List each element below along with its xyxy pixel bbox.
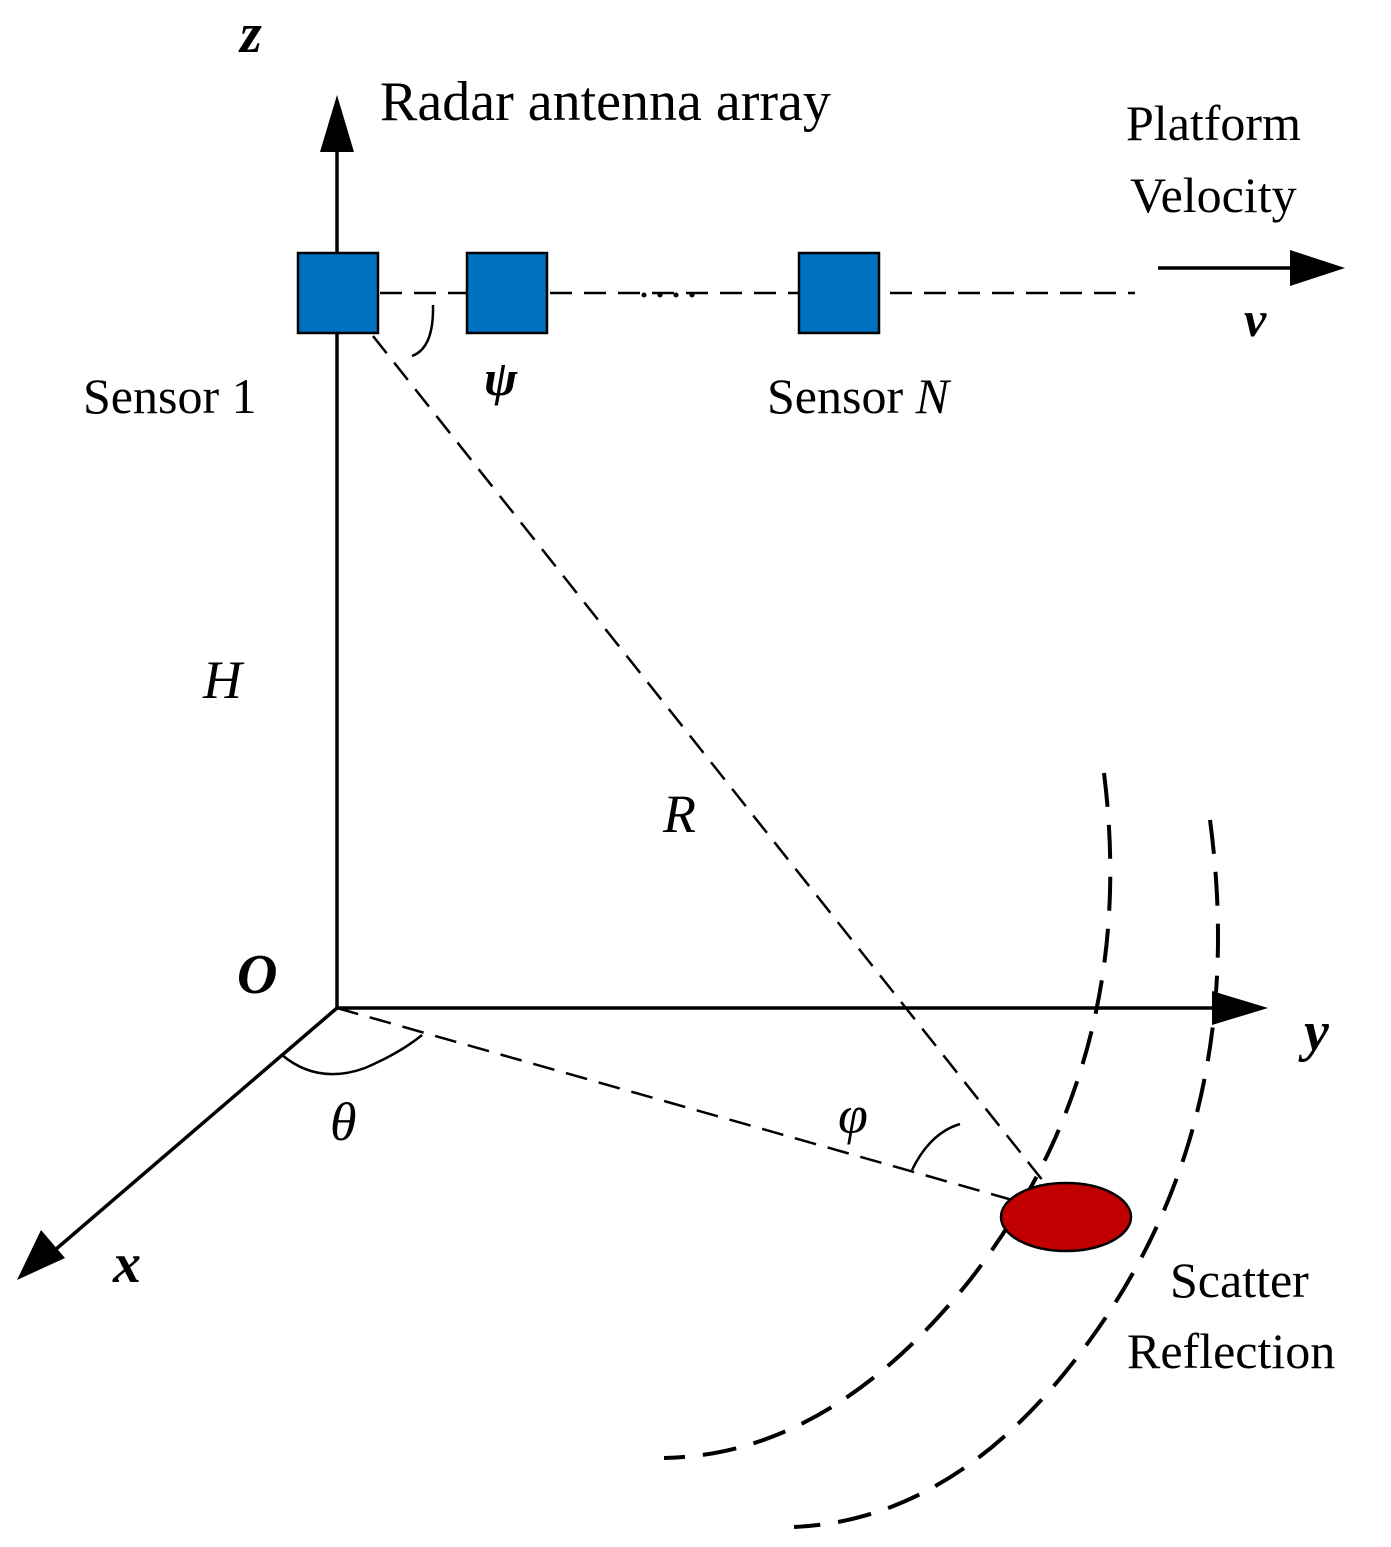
slant-range-line (372, 335, 1071, 1216)
phi-angle-arc (910, 1122, 961, 1171)
axis-x-label: x (112, 1233, 141, 1295)
psi-angle-arc (411, 304, 435, 358)
sensor-1-label: Sensor 1 (83, 368, 257, 424)
theta-symbol: θ (330, 1092, 357, 1152)
z-axis-arrowhead (320, 95, 354, 152)
iso-range-arc-inner (663, 772, 1113, 1460)
phi-symbol: φ (838, 1085, 868, 1145)
velocity-symbol: v (1244, 291, 1267, 347)
range-symbol: R (662, 784, 696, 844)
iso-range-arc-outer (793, 819, 1220, 1529)
diagram-title: Radar antenna array (380, 71, 831, 133)
scatter-label-line2: Reflection (1127, 1323, 1335, 1379)
axis-y-label: y (1298, 1001, 1330, 1063)
ellipsis-dots (641, 292, 695, 298)
platform-velocity-line1: Platform (1126, 95, 1301, 151)
platform-velocity-line2: Velocity (1130, 167, 1297, 223)
scatter-ellipse (999, 1181, 1133, 1253)
sensor-1-square (296, 251, 380, 335)
sensor-n-square (797, 251, 881, 335)
sensor-n-prefix: Sensor (767, 368, 916, 424)
x-axis (53, 1006, 339, 1252)
axis-z-label: z (238, 3, 262, 65)
psi-symbol: ψ (484, 350, 518, 406)
scatter-label-line1: Scatter (1170, 1252, 1309, 1308)
velocity-arrowhead (1290, 250, 1345, 286)
x-axis-arrowhead (17, 1230, 65, 1280)
origin-label: O (237, 944, 277, 1006)
y-axis-arrowhead (1212, 991, 1268, 1025)
height-symbol: H (202, 650, 245, 710)
ground-range-line (336, 1006, 1066, 1217)
sensor-2-square (465, 251, 549, 335)
sensor-n-index: N (915, 368, 952, 424)
sensor-n-label: Sensor N (767, 368, 952, 424)
theta-angle-arc (281, 1034, 423, 1076)
